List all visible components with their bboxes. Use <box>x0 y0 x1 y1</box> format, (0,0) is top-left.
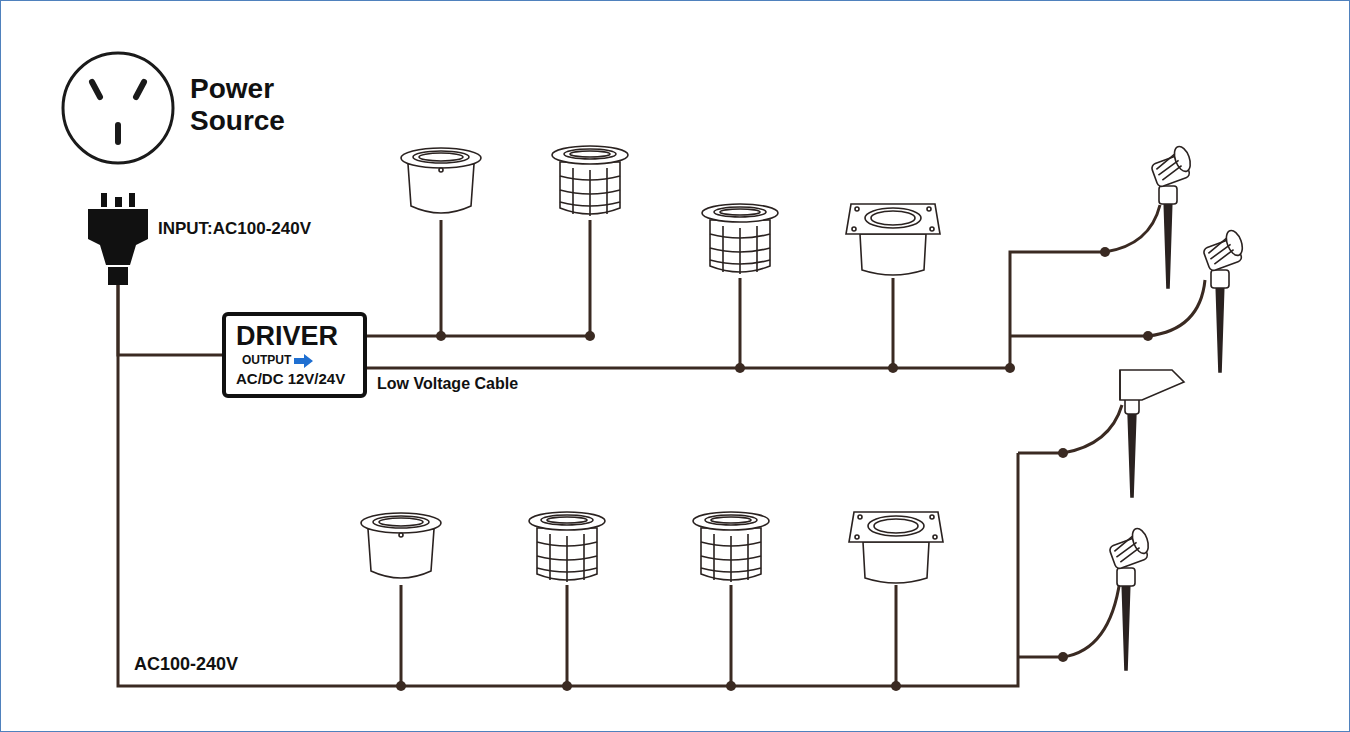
driver-text: OUTPUT <box>236 352 291 369</box>
wire-connector <box>118 285 222 355</box>
power-source: Power Source <box>63 53 173 163</box>
voltage-label: AC100-240V <box>132 654 240 675</box>
plug-icon <box>88 193 148 285</box>
cable-label: Low Voltage Cable <box>375 375 520 393</box>
input-label: INPUT:AC100-240V <box>158 219 311 239</box>
driver-text: AC/DC 12V/24V <box>236 369 345 389</box>
driver-title: DRIVER <box>236 320 338 352</box>
driver-box: DRIVEROUTPUTAC/DC 12V/24V <box>222 312 367 398</box>
node-title: Power Source <box>190 73 320 137</box>
output-arrow <box>294 354 314 368</box>
power-plug: INPUT:AC100-240V <box>88 193 148 285</box>
